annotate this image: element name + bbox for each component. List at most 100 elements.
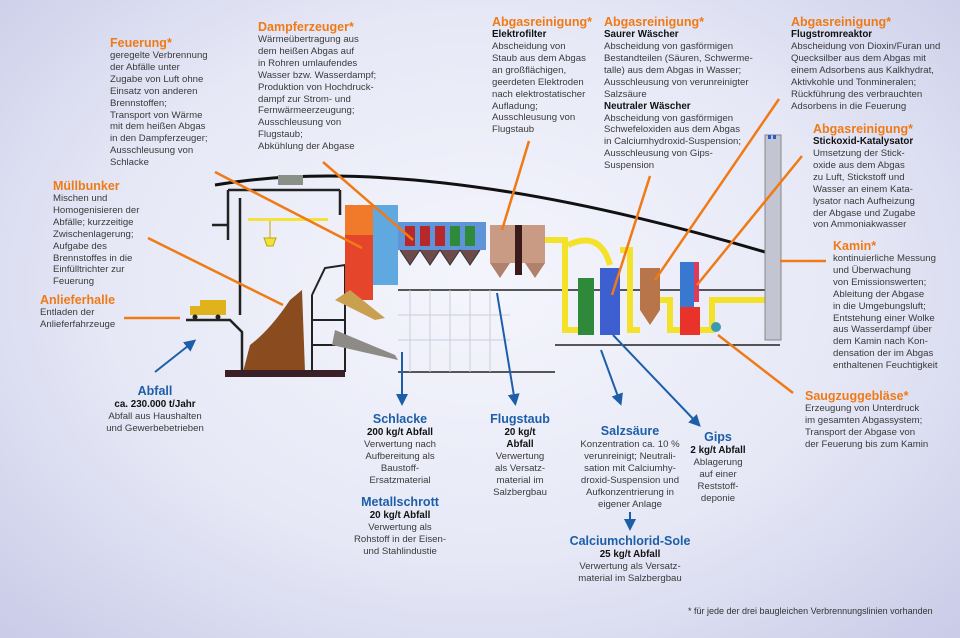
callout-line: Adsorbens in die Feuerung [791, 100, 907, 112]
callout-line: an großflächigen, [492, 64, 567, 76]
callout-line: Abscheidung von gasförmigen [604, 41, 734, 52]
callout-line: Schlacke [110, 157, 149, 169]
callout-line: in den Dampferzeuger; [110, 133, 208, 145]
callout-line: Umsetzung der Stick- [813, 148, 905, 159]
callout-line: Zwischenlagerung; [53, 228, 134, 240]
output-line: droxid-Suspension und [580, 474, 680, 486]
output-amount: Abfall [506, 439, 534, 450]
callout-line: dem heißen Abgas auf [258, 45, 355, 57]
callout-line: Mischen und [53, 193, 108, 204]
callout-line: Aufladung; [492, 100, 538, 112]
callout-line: geerdeten Elektroden [492, 76, 584, 88]
output-line: eigener Anlage [597, 498, 663, 510]
output-title: Calciumchlorid-Sole [569, 534, 691, 548]
callout-line: Zugabe von Luft ohne [110, 73, 204, 85]
neutral-scrubber [578, 278, 594, 335]
output-line: Ersatzmaterial [369, 474, 431, 486]
callout-line: in Rohren umlaufendes [258, 57, 358, 69]
callout-line: dem Kamin nach Kon- [833, 336, 928, 348]
callout-line: Abkühlung der Abgase [258, 141, 355, 153]
callout-line: dampf zur Strom- und [258, 93, 351, 105]
callout-line: Ausschleusung von verunreinigter [604, 76, 749, 88]
output-amount: 25 kg/t Abfall [599, 549, 661, 560]
footnote: * für jede der drei baugleichen Verbrenn… [688, 606, 933, 616]
output-line: deponie [700, 492, 736, 504]
output-line: und Stahlindustie [363, 545, 437, 557]
callout-title: Abgasreinigung* [791, 15, 892, 29]
output-line: Verwertung nach [364, 439, 436, 450]
callout-subtitle: Elektrofilter [492, 29, 547, 40]
callout-line: Flugstaub [492, 124, 535, 136]
callout-line: nach elektrostatischer [492, 88, 586, 100]
output-title: Schlacke [372, 412, 428, 426]
callout-line: Entladen der [40, 307, 95, 318]
callout-line: Rückführung des verbrauchten [791, 88, 923, 100]
callout-line: in Calciumhydroxid-Suspension; [604, 136, 742, 148]
callout-line: von Ammoniakwasser [813, 219, 907, 231]
output-line: Verwertung als Versatz- [579, 561, 681, 572]
output-line: Reststoff- [697, 480, 739, 492]
callout-subtitle: Neutraler Wäscher [604, 100, 691, 112]
callout-line: Feuerung [53, 276, 95, 288]
callout-line: der Abfälle unter [110, 61, 180, 73]
leader-saurer [610, 175, 652, 296]
callout-line: der Abgase und Zugabe [813, 207, 916, 219]
callout-line: Wärmeübertragung aus [258, 34, 359, 45]
arrow-salz [600, 349, 623, 406]
boiler [373, 205, 398, 285]
nox-catalyst [680, 262, 694, 307]
chimney [764, 134, 782, 341]
leader-saugzug [717, 334, 794, 394]
callout-line: Flugstaub; [258, 129, 303, 141]
foundation [225, 370, 345, 377]
callout-title: Anlieferhalle [40, 293, 116, 307]
callout-line: lysator nach Aufheizung [813, 195, 915, 207]
output-line: auf einer [699, 468, 737, 480]
callout-line: Aufgabe des [53, 240, 107, 252]
leader-dampf [322, 161, 414, 241]
callout-title: Müllbunker [53, 179, 120, 193]
output-amount: 200 kg/t Abfall [366, 427, 434, 438]
leader-lines [124, 98, 826, 394]
callout-line: und Überwachung [833, 264, 911, 276]
output-line: Ablagerung [693, 457, 743, 468]
output-line: Baustoff- [380, 462, 420, 474]
callout-line: Ableitung der Abgase [833, 288, 925, 300]
boiler-hoppers [399, 249, 481, 266]
induced-draft-fan [711, 322, 721, 332]
callout-subtitle: Flugstromreaktor [791, 29, 873, 40]
grate [335, 290, 385, 320]
callout-line: Ausschleusung von [258, 117, 342, 129]
leader-muell [147, 236, 284, 307]
bunker-walls [212, 188, 342, 315]
roof-vent [278, 175, 303, 185]
callout-line: oxide aus dem Abgas [813, 159, 905, 171]
callout-subtitle: Saurer Wäscher [604, 29, 679, 40]
output-amount: 2 kg/t Abfall [690, 445, 746, 456]
building-roof [214, 174, 766, 254]
callout-title: Abgasreinigung* [492, 15, 593, 29]
output-title: Salzsäure [600, 424, 660, 438]
output-amount: 20 kg/t Abfall [369, 510, 431, 521]
callout-line: Ausschleusung von [110, 145, 194, 157]
leader-stickoxid [696, 155, 803, 286]
callout-line: einem Adsorbens aus Kalkhydrat, [791, 64, 934, 76]
callout-line: im gesamten Abgassystem; [805, 414, 923, 426]
callout-line: Ausschleusung von Gips- [604, 148, 713, 160]
output-line: Verwertung als [368, 522, 432, 533]
slag-conveyor [332, 330, 398, 360]
feed-building [311, 263, 346, 372]
output-line: als Versatz- [494, 462, 546, 474]
callout-line: Anlieferfahrzeuge [40, 318, 116, 330]
callout-line: Aktivkohle und Tonmineralen; [791, 76, 917, 88]
leader-flugstrom [653, 98, 781, 281]
callout-line: Erzeugung von Unterdruck [805, 403, 920, 414]
